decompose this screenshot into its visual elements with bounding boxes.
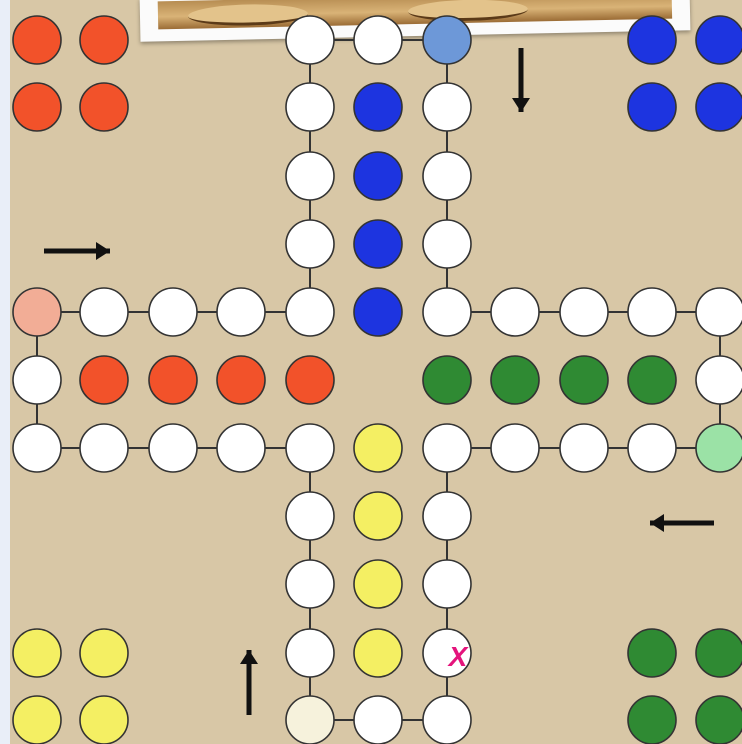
track-field[interactable] [423, 152, 471, 200]
start-field[interactable] [423, 16, 471, 64]
green-token[interactable] [696, 629, 742, 677]
track-field[interactable] [286, 629, 334, 677]
red-home-field[interactable] [286, 356, 334, 404]
blue-token[interactable] [696, 16, 742, 64]
yellow-direction-arrow-icon [240, 650, 258, 715]
track-field[interactable] [149, 288, 197, 336]
track-field[interactable] [286, 560, 334, 608]
track-field[interactable] [491, 424, 539, 472]
green-home-field[interactable] [491, 356, 539, 404]
blue-token[interactable] [628, 83, 676, 131]
green-home-field[interactable] [423, 356, 471, 404]
green-token[interactable] [628, 629, 676, 677]
red-home-field[interactable] [80, 356, 128, 404]
track-field[interactable] [696, 356, 742, 404]
red-token[interactable] [13, 16, 61, 64]
red-token[interactable] [13, 83, 61, 131]
yellow-home-field[interactable] [354, 560, 402, 608]
track-field[interactable] [80, 288, 128, 336]
track-field[interactable] [423, 288, 471, 336]
track-field[interactable] [560, 288, 608, 336]
red-direction-arrow-icon [44, 242, 110, 260]
track-field[interactable] [217, 288, 265, 336]
green-home-field[interactable] [560, 356, 608, 404]
track-field[interactable] [286, 492, 334, 540]
track-field[interactable] [423, 492, 471, 540]
track-field[interactable] [423, 560, 471, 608]
red-token[interactable] [80, 83, 128, 131]
yellow-token[interactable] [13, 629, 61, 677]
blue-direction-arrow-icon [512, 48, 530, 112]
yellow-token[interactable] [13, 696, 61, 744]
track-field[interactable] [286, 152, 334, 200]
yellow-token[interactable] [80, 629, 128, 677]
green-home-field[interactable] [628, 356, 676, 404]
track-field[interactable] [286, 220, 334, 268]
yellow-home-field[interactable] [354, 424, 402, 472]
track-field[interactable] [491, 288, 539, 336]
green-direction-arrow-icon [650, 514, 714, 532]
track-field[interactable] [628, 288, 676, 336]
green-token[interactable] [696, 696, 742, 744]
track-field[interactable] [286, 288, 334, 336]
blue-home-field[interactable] [354, 220, 402, 268]
track-field[interactable] [286, 16, 334, 64]
track-field[interactable] [423, 83, 471, 131]
track-field[interactable] [13, 424, 61, 472]
track-field[interactable] [149, 424, 197, 472]
yellow-home-field[interactable] [354, 492, 402, 540]
track-field[interactable] [696, 288, 742, 336]
track-field[interactable] [423, 220, 471, 268]
track-field[interactable] [13, 356, 61, 404]
start-field[interactable] [286, 696, 334, 744]
red-home-field[interactable] [217, 356, 265, 404]
start-field[interactable] [696, 424, 742, 472]
green-token[interactable] [628, 696, 676, 744]
track-field[interactable] [560, 424, 608, 472]
yellow-token[interactable] [80, 696, 128, 744]
track-field[interactable] [286, 424, 334, 472]
red-home-field[interactable] [149, 356, 197, 404]
blue-token[interactable] [628, 16, 676, 64]
track-field[interactable] [80, 424, 128, 472]
game-board: X [10, 0, 742, 744]
track-field[interactable] [217, 424, 265, 472]
track-field[interactable] [286, 83, 334, 131]
start-field[interactable] [13, 288, 61, 336]
track-field[interactable] [354, 696, 402, 744]
blue-home-field[interactable] [354, 83, 402, 131]
track-field[interactable] [423, 696, 471, 744]
track-field[interactable] [423, 629, 471, 677]
red-token[interactable] [80, 16, 128, 64]
blue-home-field[interactable] [354, 288, 402, 336]
board-grid [10, 0, 742, 744]
blue-home-field[interactable] [354, 152, 402, 200]
yellow-home-field[interactable] [354, 629, 402, 677]
track-field[interactable] [628, 424, 676, 472]
track-field[interactable] [354, 16, 402, 64]
blue-token[interactable] [696, 83, 742, 131]
track-field[interactable] [423, 424, 471, 472]
